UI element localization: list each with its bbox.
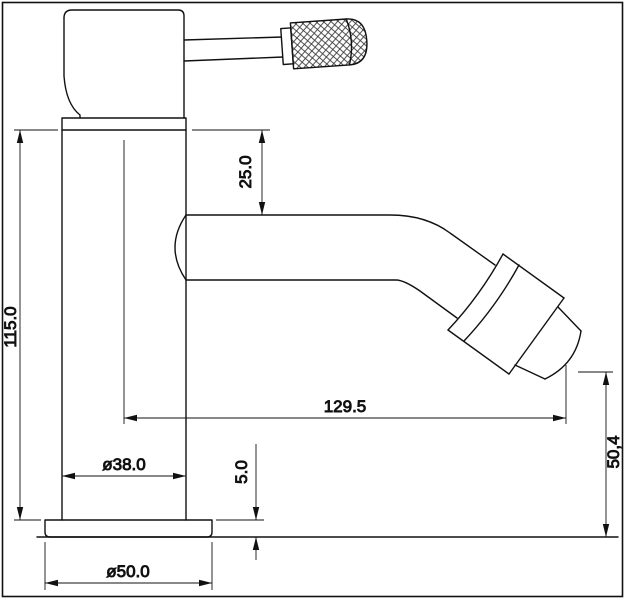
handle-rod-bottom-edge (183, 56, 284, 62)
spray-head-step-face (508, 297, 565, 375)
dim-arrow (553, 414, 566, 422)
dimension-handle-to-spout: 25.0 (192, 129, 270, 215)
dim-label-spout-reach: 129.5 (324, 397, 367, 416)
dimension-base-thickness: 5.0 (216, 444, 264, 560)
dim-arrow (16, 507, 24, 520)
handle-grip (280, 18, 368, 70)
dim-arrow (258, 202, 266, 215)
spray-head-ring (463, 264, 520, 342)
dim-label-outlet-height: 50,4 (604, 435, 623, 468)
aerator-outlet-face (544, 330, 582, 380)
handle-rod-top-edge (183, 36, 284, 41)
dimension-annotations: 115.0 25.0 ø38.0 129.5 (1, 129, 623, 590)
dim-label-body-height: 115.0 (1, 306, 20, 347)
dim-arrow (602, 524, 610, 537)
dim-arrow (199, 579, 212, 587)
dim-label-base-diameter: ø50.0 (106, 562, 149, 581)
spout-root-curve (174, 214, 187, 281)
dim-label-body-diameter: ø38.0 (102, 455, 145, 474)
dim-arrow (258, 130, 266, 143)
dim-arrow (252, 507, 260, 520)
dim-arrow (602, 372, 610, 385)
dimension-base-diameter: ø50.0 (44, 542, 213, 590)
dim-arrow (173, 472, 186, 480)
spout-top-edge (185, 214, 496, 266)
grip-end-seam (345, 18, 353, 66)
dimension-outlet-height: 50,4 (578, 371, 623, 537)
dim-arrow (16, 130, 24, 143)
base-flange (44, 519, 213, 538)
housing-left-edge (63, 17, 81, 119)
aerator-top-edge (557, 306, 582, 332)
dimension-spout-reach: 129.5 (123, 140, 567, 424)
dim-arrow (45, 579, 58, 587)
dim-arrow (62, 472, 75, 480)
dimension-body-height: 115.0 (1, 129, 58, 521)
housing-collar (61, 117, 187, 131)
knurled-grip (289, 18, 368, 70)
dim-arrow (252, 537, 260, 550)
spray-head-bottom-edge (447, 329, 510, 375)
spray-head-face (447, 253, 504, 331)
dimension-body-diameter: ø38.0 (62, 455, 186, 480)
housing-top-right-edge (63, 9, 185, 119)
dim-label-base-thickness: 5.0 (232, 460, 251, 484)
faucet-outline (36, 9, 619, 538)
dim-arrow (124, 414, 137, 422)
aerator-bottom-edge (514, 364, 546, 380)
dim-label-handle-to-spout: 25.0 (236, 155, 255, 188)
spray-head-top-edge (502, 253, 565, 299)
spout-bottom-edge (185, 279, 458, 319)
